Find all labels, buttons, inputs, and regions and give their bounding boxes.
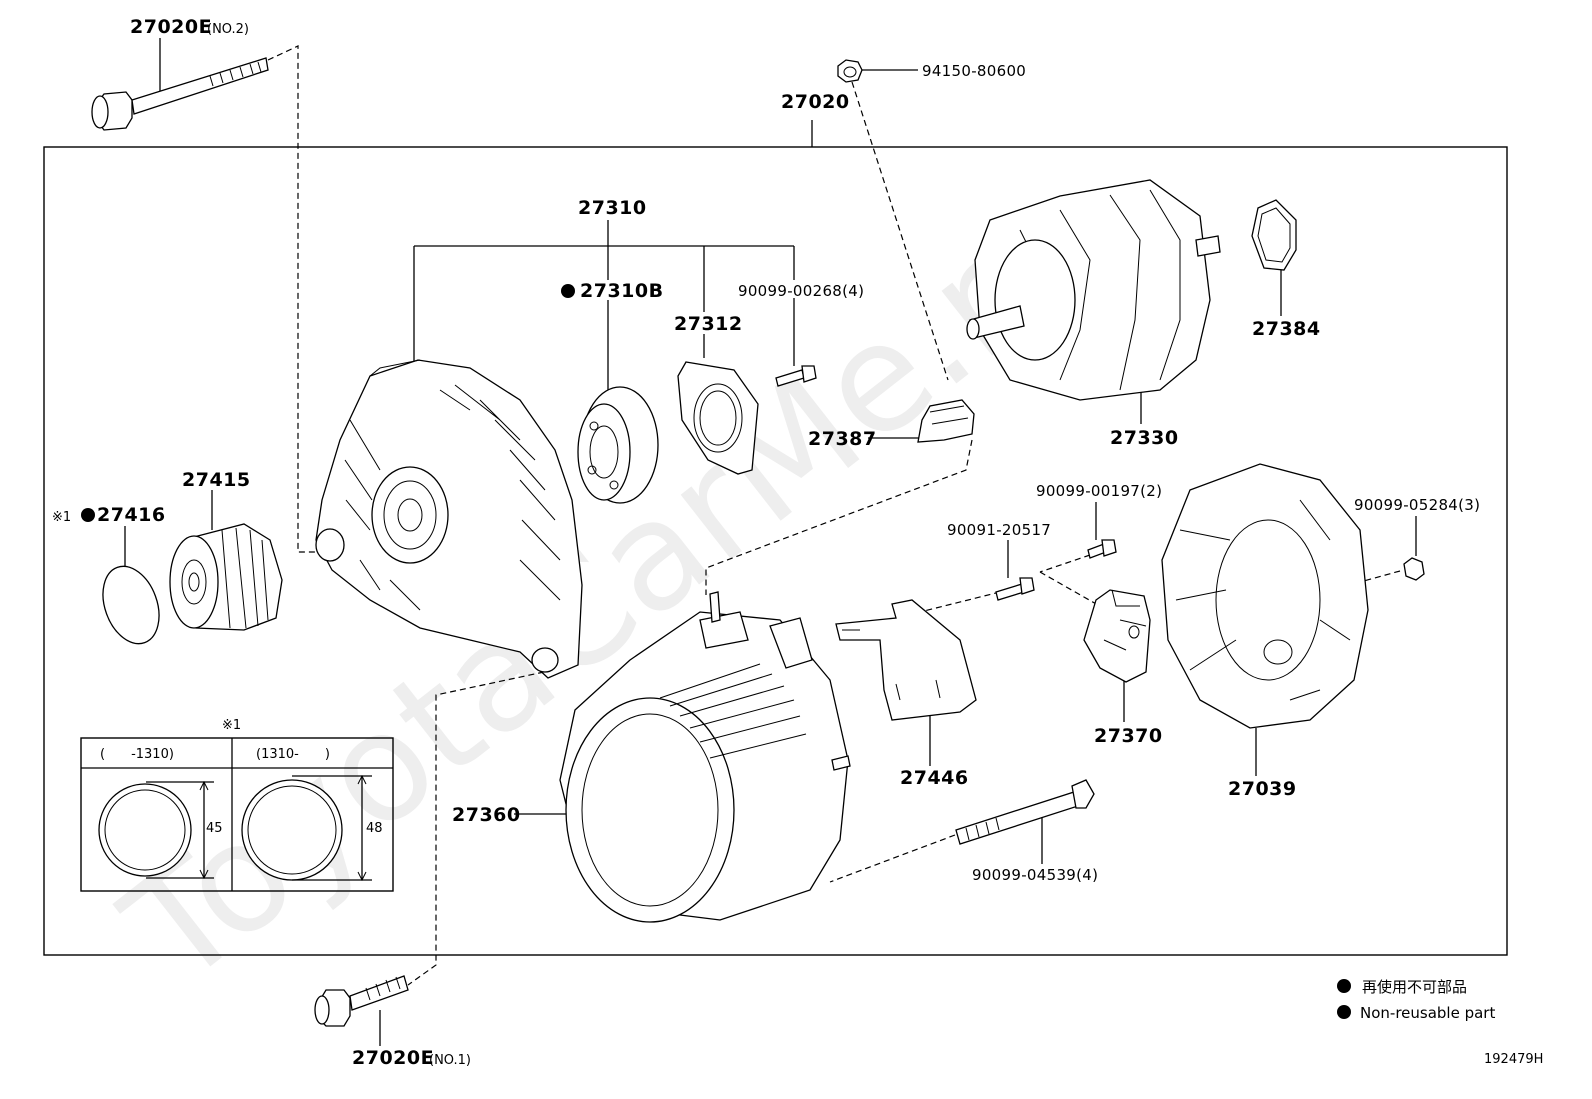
label-27310: 27310 <box>578 197 647 219</box>
legend-text-en: Non-reusable part <box>1360 1004 1495 1022</box>
diagram-id: 192479H <box>1484 1052 1543 1067</box>
drive-end-frame-drawing <box>315 359 583 679</box>
nut-top-drawing <box>837 59 863 83</box>
terminal-insulator-drawing <box>917 399 975 443</box>
rear-insulator-drawing <box>1251 199 1297 271</box>
plate-drawing <box>835 599 977 721</box>
label-27415: 27415 <box>182 469 251 491</box>
label-27330: 27330 <box>1110 427 1179 449</box>
stator-drawing <box>559 591 851 923</box>
label-27020E-no1-qualifier: (NO.1) <box>429 1053 471 1068</box>
cap-nonreusable-bullet <box>81 508 95 522</box>
label-27360: 27360 <box>452 804 521 826</box>
label-27020: 27020 <box>781 91 850 113</box>
label-note-mark: ※1 <box>52 510 71 525</box>
label-27384: 27384 <box>1252 318 1321 340</box>
label-27446: 27446 <box>900 767 969 789</box>
rotor-drawing <box>966 179 1221 401</box>
label-27416: 27416 <box>97 504 166 526</box>
cap-dimension-48: 48 <box>366 821 383 836</box>
legend-bullet-en <box>1337 1005 1351 1019</box>
label-90099-00197: 90099-00197(2) <box>1036 482 1162 500</box>
legend-text-jp: 再使用不可部品 <box>1362 978 1467 996</box>
bolt-no2-drawing <box>91 57 269 131</box>
legend-bullet-jp <box>1337 979 1351 993</box>
retainer-drawing <box>677 361 759 475</box>
pulley-cap-drawing <box>102 565 160 645</box>
plate-screw-drawing <box>995 577 1035 601</box>
label-27020E-no1: 27020E <box>352 1047 434 1069</box>
retainer-screw-drawing <box>775 365 817 387</box>
label-90091-20517: 90091-20517 <box>947 521 1051 539</box>
label-90099-04539: 90099-04539(4) <box>972 866 1098 884</box>
bearing-drawing <box>577 386 659 504</box>
rear-cover-drawing <box>1161 463 1369 729</box>
label-27039: 27039 <box>1228 778 1297 800</box>
cover-nut-drawing <box>1403 557 1425 581</box>
assembly-frame <box>43 146 1508 956</box>
regulator-drawing <box>1083 589 1151 683</box>
cap-dimension-45: 45 <box>206 821 223 836</box>
label-27020E-no2: 27020E <box>130 16 212 38</box>
pulley-drawing <box>169 523 283 631</box>
regulator-screw-drawing <box>1087 539 1117 559</box>
label-27312: 27312 <box>674 313 743 335</box>
label-27020E-no2-qualifier: (NO.2) <box>207 22 249 37</box>
through-bolt-drawing <box>955 779 1095 845</box>
cap-table-title: ※1 <box>222 718 241 733</box>
cap-table-header-2: (1310- ) <box>256 747 330 762</box>
label-90099-05284: 90099-05284(3) <box>1354 496 1480 514</box>
cap-table-header-1: ( -1310) <box>100 747 174 762</box>
bearing-nonreusable-bullet <box>561 284 575 298</box>
label-94150-80600: 94150-80600 <box>922 62 1026 80</box>
cap-size-table <box>80 737 394 892</box>
label-27310B: 27310B <box>580 280 664 302</box>
label-27370: 27370 <box>1094 725 1163 747</box>
label-90099-00268: 90099-00268(4) <box>738 282 864 300</box>
label-27387: 27387 <box>808 428 877 450</box>
bolt-no1-drawing <box>314 975 409 1027</box>
